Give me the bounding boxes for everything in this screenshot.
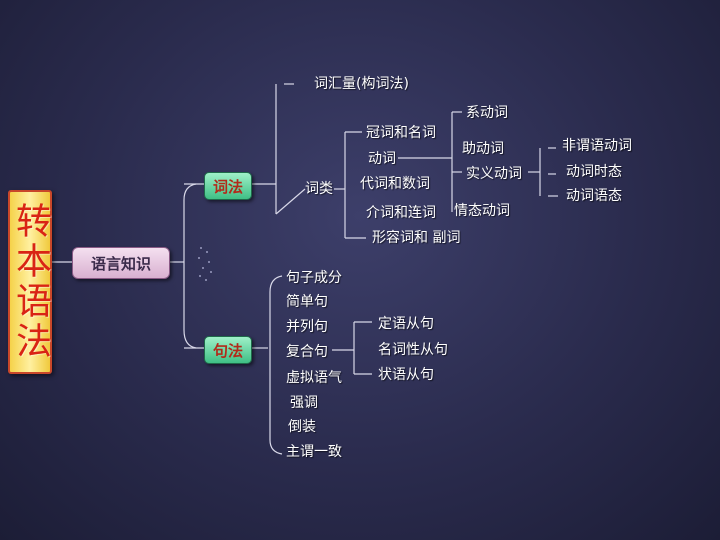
node-subjunctive: 虚拟语气 [286,370,342,386]
node-tense: 动词时态 [566,164,622,180]
node-noun: 冠词和名词 [366,125,436,141]
node-aux-verb: 助动词 [462,141,504,157]
branch-cifa-label: 词法 [212,177,243,196]
root-label: 语言知识 [90,254,151,273]
node-vocab: 词汇量(构词法) [314,76,409,92]
branch-jufa-label: 句法 [212,341,243,360]
node-notional-verb: 实义动词 [466,166,522,182]
node-attributive-clause: 定语从句 [378,316,434,332]
node-voice: 动词语态 [566,188,622,204]
title-box: 转本语法 [8,190,52,374]
node-modal-verb: 情态动词 [454,203,510,219]
node-compound: 并列句 [286,319,328,335]
node-nonfinite: 非谓语动词 [562,138,632,154]
branch-jufa: 句法 [204,336,252,364]
node-prep: 介词和连词 [366,205,436,221]
node-adj: 形容词和 副词 [372,230,461,246]
node-simple: 简单句 [286,294,328,310]
title-text: 转本语法 [10,202,51,362]
node-agreement: 主谓一致 [286,444,342,460]
node-cilei: 词类 [305,181,333,197]
node-nominal-clause: 名词性从句 [378,342,448,358]
branch-cifa: 词法 [204,172,252,200]
node-inversion: 倒装 [288,419,316,435]
node-pron: 代词和数词 [360,176,430,192]
root-node: 语言知识 [72,247,170,279]
node-linking-verb: 系动词 [466,105,508,121]
decorative-dots [196,245,216,285]
node-emphasis: 强调 [290,395,318,411]
node-adverbial-clause: 状语从句 [378,367,434,383]
node-components: 句子成分 [286,270,342,286]
node-verb: 动词 [368,151,396,167]
node-complex: 复合句 [286,344,328,360]
